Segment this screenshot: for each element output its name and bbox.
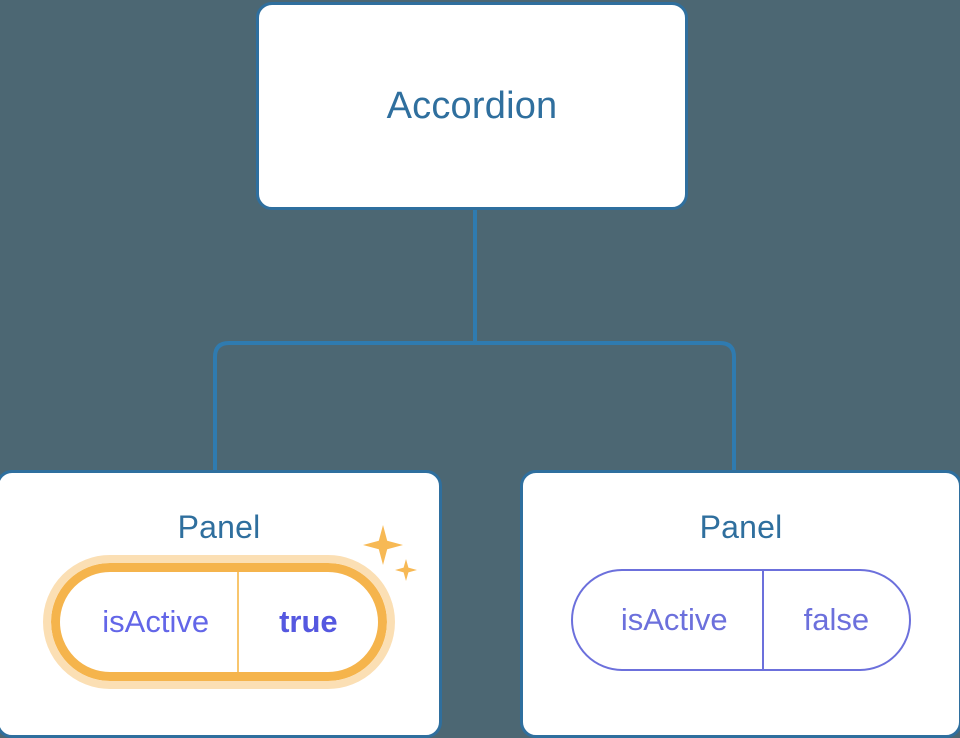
prop-value-false: false [761,571,909,669]
tree-node-panel-active[interactable]: Panel isActive true [0,470,442,738]
connector-branch-right [475,341,736,472]
prop-pill-is-active-false[interactable]: isActive false [570,569,912,671]
prop-pill-active-wrap: isActive true [43,525,417,689]
prop-pill-inactive-wrap: isActive false [570,569,912,671]
node-title-panel-active: Panel [177,509,261,545]
node-title-panel-inactive: Panel [699,509,783,545]
prop-pill-is-active-true[interactable]: isActive true [51,563,387,681]
prop-key-is-active: isActive [102,604,210,639]
prop-key-is-active: isActive [620,602,728,637]
connector-branch-left [213,341,475,472]
tree-node-panel-inactive[interactable]: Panel isActive false [520,470,960,738]
node-title-accordion: Accordion [386,85,558,127]
tree-node-accordion[interactable]: Accordion [256,2,688,210]
prop-value-true: true [237,572,378,672]
